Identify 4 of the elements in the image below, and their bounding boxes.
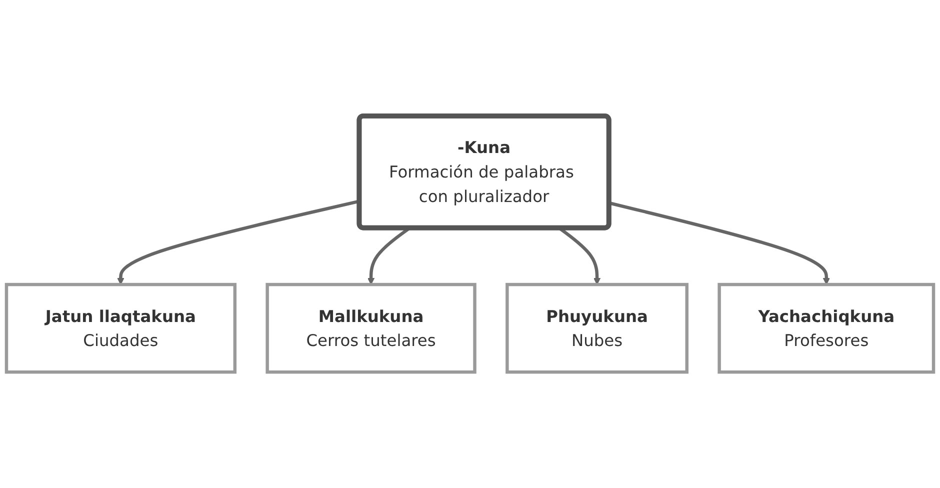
node-box: Phuyukuna Nubes bbox=[506, 282, 688, 374]
node-box: Yachachiqkuna Profesores bbox=[718, 282, 936, 374]
node-box: Jatun llaqtakuna Ciudades bbox=[4, 282, 237, 374]
node-box: Mallkukuna Cerros tutelares bbox=[266, 282, 476, 374]
